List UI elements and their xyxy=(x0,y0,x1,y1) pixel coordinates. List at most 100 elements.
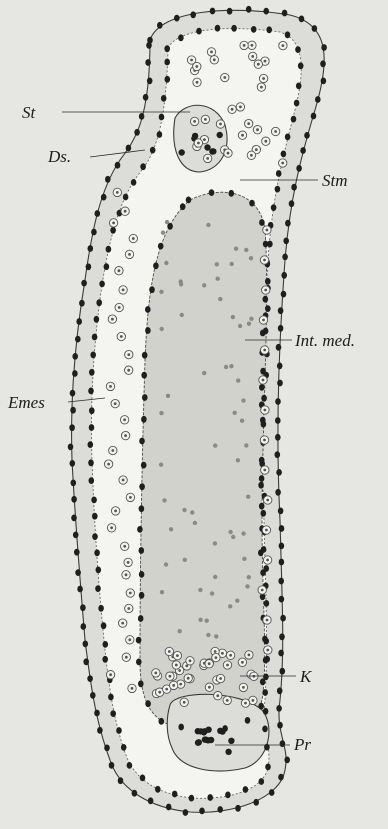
nucleus xyxy=(108,694,114,701)
nucleus xyxy=(153,262,159,269)
nucleus xyxy=(166,804,172,811)
gut-granule xyxy=(166,394,170,398)
nucleus xyxy=(145,327,151,334)
nucleus xyxy=(245,717,251,724)
cell-nucleus xyxy=(206,157,209,160)
nucleus xyxy=(105,176,111,183)
cell-nucleus xyxy=(125,656,128,659)
nucleus xyxy=(300,147,306,154)
cell-nucleus xyxy=(264,409,267,412)
nucleus xyxy=(126,145,132,152)
nucleus xyxy=(215,25,221,32)
gut-granule xyxy=(249,317,253,321)
nucleus xyxy=(281,151,287,158)
cell-nucleus xyxy=(107,463,110,466)
cell-nucleus xyxy=(127,607,130,610)
gut-granule xyxy=(202,371,206,375)
cell-nucleus xyxy=(210,51,213,54)
gut-granule xyxy=(160,327,164,331)
nucleus xyxy=(291,116,297,123)
nucleus xyxy=(88,245,94,252)
gut-granule xyxy=(213,443,217,447)
cell-nucleus xyxy=(122,479,125,482)
cell-nucleus xyxy=(251,44,254,47)
nucleus xyxy=(121,744,127,751)
gut-granule xyxy=(242,557,246,561)
nucleus xyxy=(321,44,327,51)
nucleus xyxy=(276,469,282,476)
nucleus xyxy=(136,659,142,666)
nucleus xyxy=(88,388,94,395)
nucleus xyxy=(279,633,285,640)
nucleus xyxy=(259,219,265,226)
label-ds: Ds. xyxy=(47,147,71,166)
gut-granule xyxy=(202,283,206,287)
cell-nucleus xyxy=(118,306,121,309)
nucleus xyxy=(296,165,302,172)
nucleus xyxy=(71,496,77,503)
nucleus xyxy=(165,76,171,83)
label-stm: Stm xyxy=(322,171,348,190)
nucleus xyxy=(260,569,266,576)
nucleus xyxy=(209,189,215,196)
nucleus xyxy=(277,687,283,694)
gut-granule xyxy=(178,629,182,633)
cell-nucleus xyxy=(263,259,266,262)
cell-nucleus xyxy=(263,469,266,472)
cell-nucleus xyxy=(128,253,131,256)
gut-granule xyxy=(230,262,234,266)
nucleus xyxy=(158,243,164,250)
nucleus xyxy=(281,272,287,279)
cell-nucleus xyxy=(190,59,193,62)
gut-granule xyxy=(236,378,240,382)
gut-granule xyxy=(179,279,183,283)
gut-granule xyxy=(165,220,169,224)
nucleus xyxy=(298,62,304,69)
nucleus xyxy=(92,513,98,520)
nucleus xyxy=(145,306,151,313)
nucleus xyxy=(259,475,265,482)
nucleus xyxy=(265,305,271,312)
cell-nucleus xyxy=(176,654,179,657)
cell-nucleus xyxy=(264,140,267,143)
cell-nucleus xyxy=(131,687,134,690)
cell-nucleus xyxy=(227,152,230,155)
nucleus xyxy=(76,318,82,325)
gut-granule xyxy=(205,619,209,623)
cell-nucleus xyxy=(204,118,207,121)
cell-nucleus xyxy=(229,654,232,657)
nucleus xyxy=(190,11,196,18)
cell-nucleus xyxy=(195,65,198,68)
cell-nucleus xyxy=(132,237,135,240)
gut-granule xyxy=(218,297,222,301)
nucleus xyxy=(271,204,277,211)
cell-nucleus xyxy=(197,142,200,145)
cell-nucleus xyxy=(129,592,132,595)
gut-granule xyxy=(244,443,248,447)
cell-nucleus xyxy=(123,545,126,548)
cell-nucleus xyxy=(226,699,229,702)
gut-granule xyxy=(193,521,197,525)
nucleus xyxy=(217,132,223,138)
nucleus xyxy=(95,585,101,592)
nucleus xyxy=(149,286,155,293)
gut-granule xyxy=(246,495,250,499)
nucleus xyxy=(123,194,129,201)
nucleus xyxy=(72,370,78,377)
cell-nucleus xyxy=(183,701,186,704)
cell-nucleus xyxy=(185,665,188,668)
cell-nucleus xyxy=(215,656,218,659)
gut-granule xyxy=(224,365,228,369)
nucleus xyxy=(72,353,78,360)
label-pr: Pr xyxy=(293,735,311,754)
nucleus xyxy=(161,95,167,102)
nucleus xyxy=(90,352,96,359)
cell-nucleus xyxy=(165,688,168,691)
nucleus xyxy=(275,417,281,424)
nucleus xyxy=(139,113,145,120)
nucleus xyxy=(205,727,211,733)
cell-nucleus xyxy=(282,44,285,47)
nucleus xyxy=(275,186,281,193)
nucleus xyxy=(208,737,214,743)
nucleus xyxy=(199,808,205,815)
